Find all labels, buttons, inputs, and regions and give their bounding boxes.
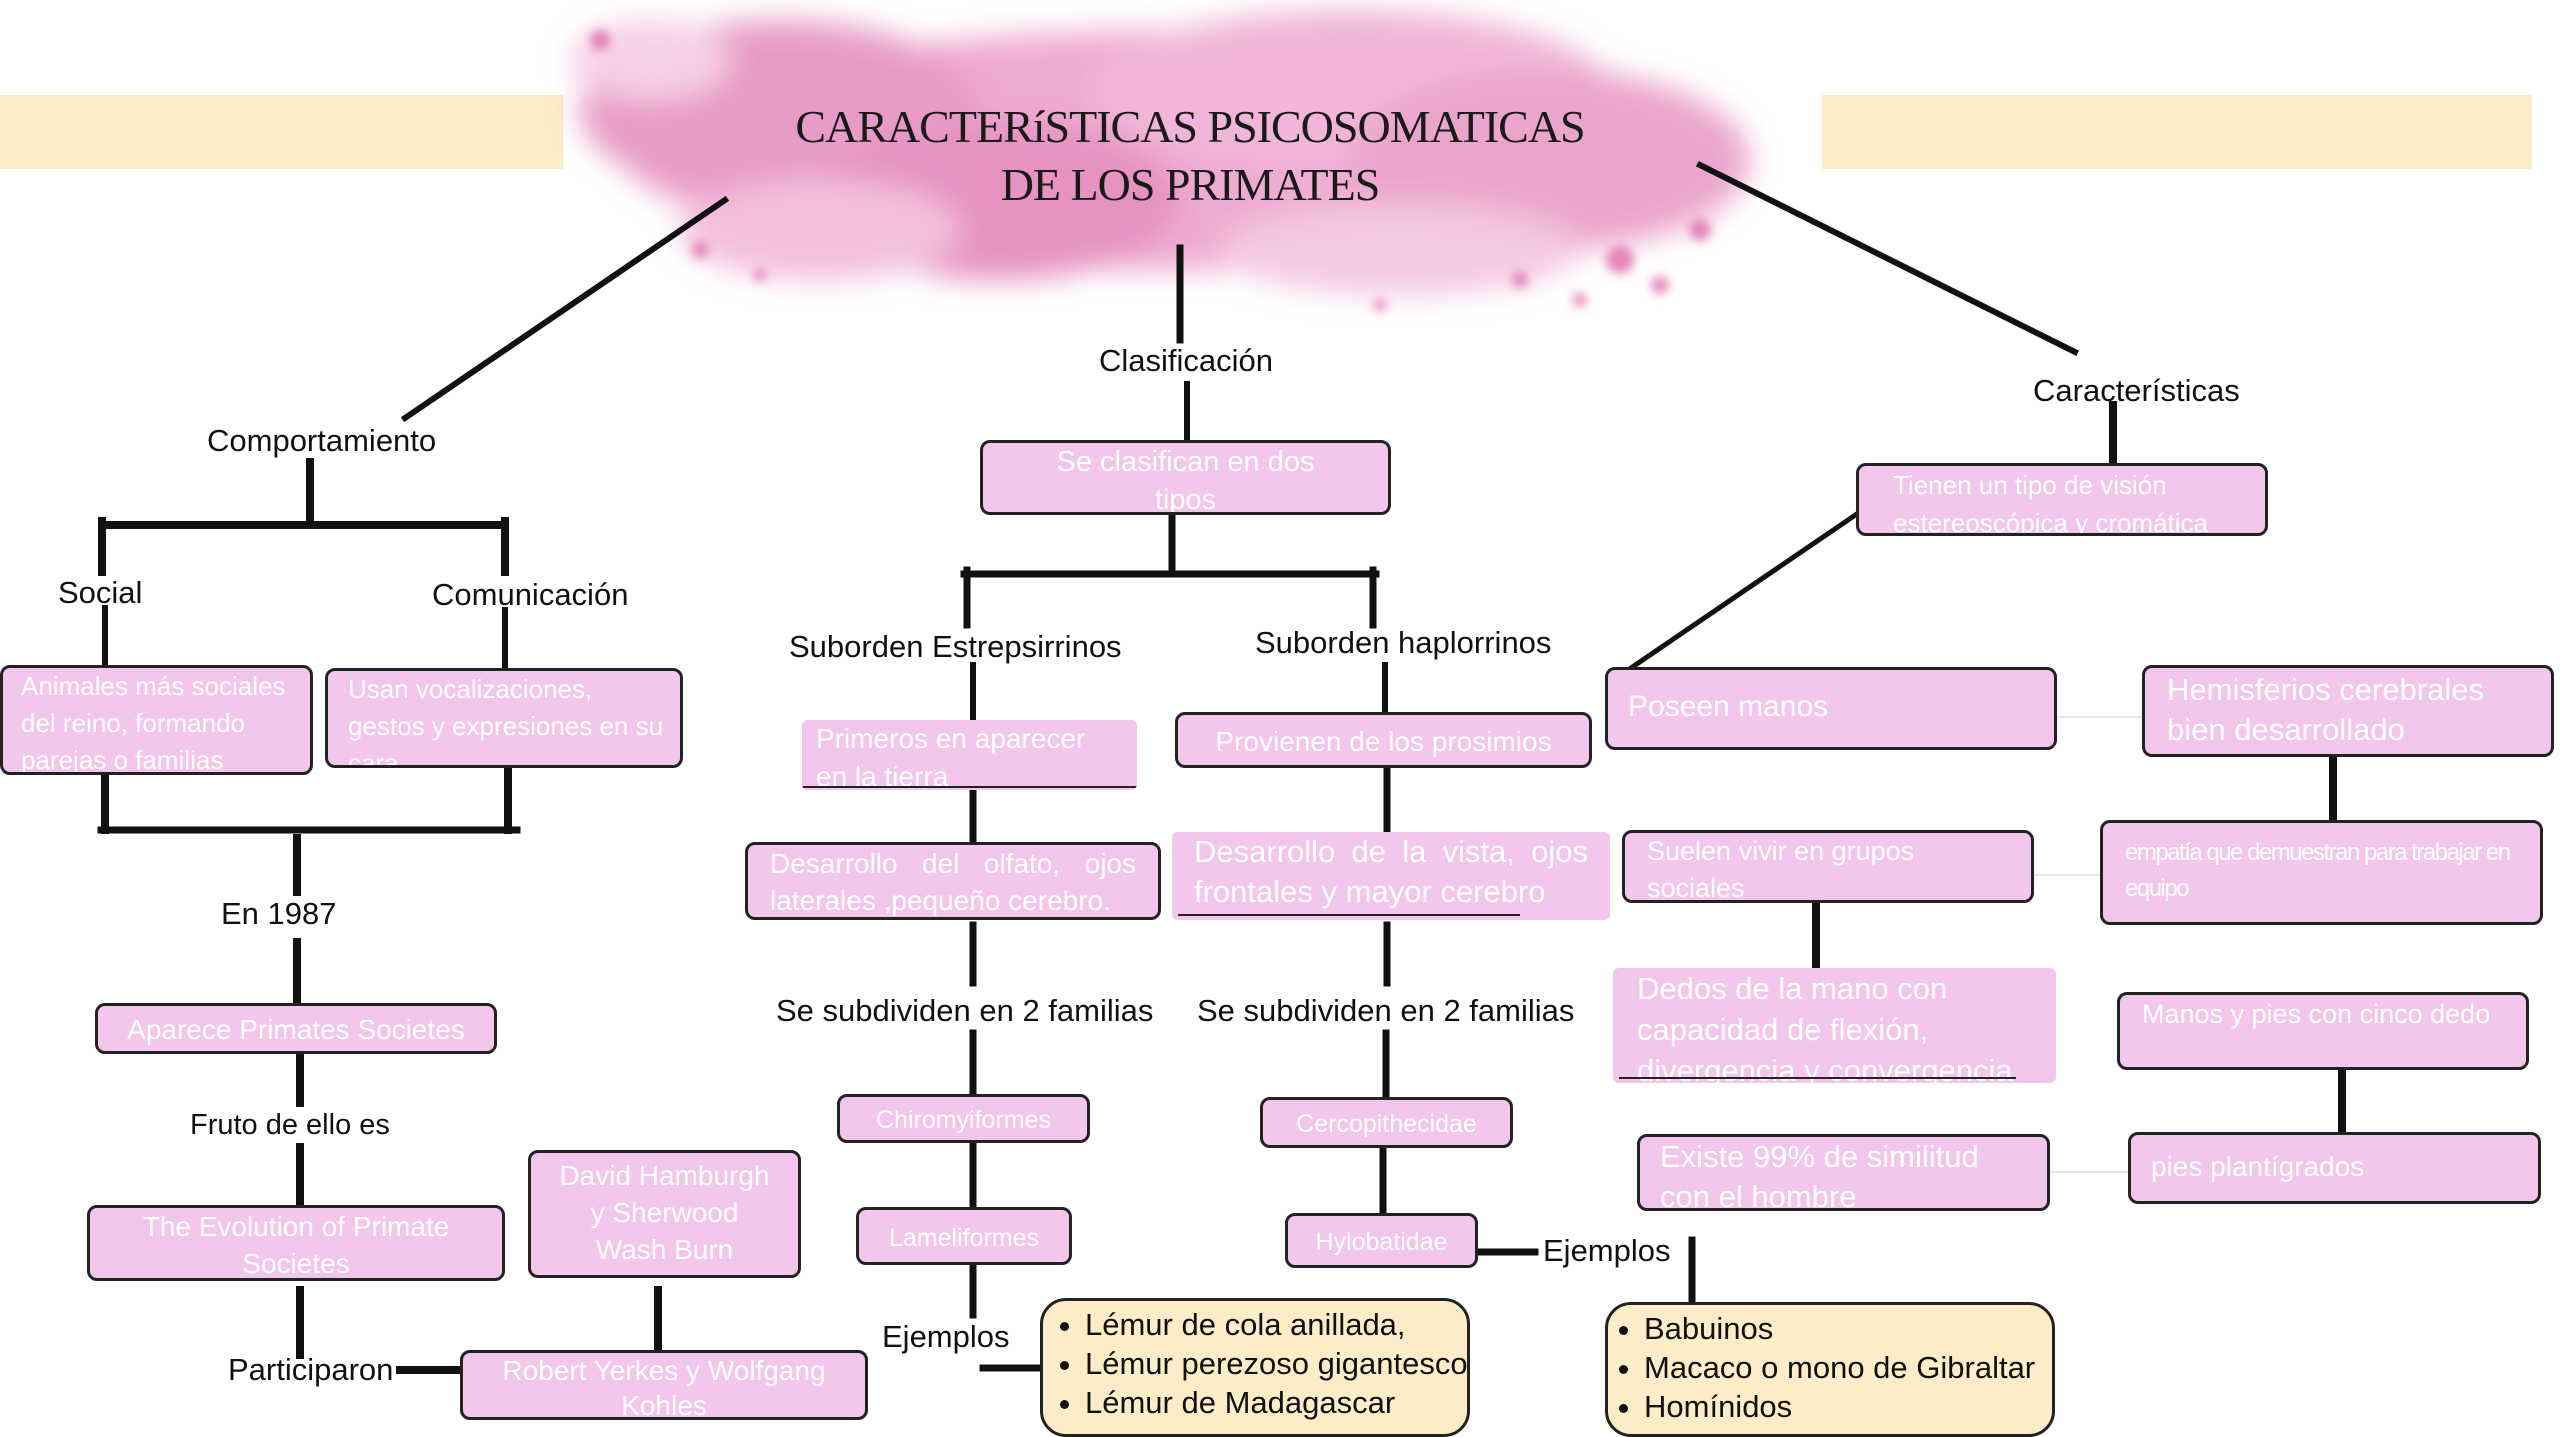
left-decor-band [0,95,563,169]
examples-monkeys-list: Babuinos Macaco o mono de Gibraltar Homí… [1618,1309,2042,1426]
examples-monkeys: Babuinos Macaco o mono de Gibraltar Homí… [1605,1302,2055,1437]
box-similitud: Existe 99% de similitud con el hombre [1637,1134,2050,1211]
box-dedos: Dedos de la mano con capacidad de flexió… [1613,968,2056,1083]
box-manos: Poseen manos [1605,667,2057,750]
box-grupos: Suelen vivir en grupos sociales [1622,830,2034,903]
label-year: En 1987 [221,896,337,931]
label-ejemplos-haplo: Ejemplos [1543,1233,1671,1268]
splash-group [570,10,1750,295]
label-subdivide-estrep: Se subdividen en 2 familias [776,993,1154,1028]
map-title: CARACTERíSTICAS PSICOSOMATICAS DE LOS PR… [640,98,1740,214]
box-david: David Hamburgh y Sherwood Wash Burn [528,1150,801,1278]
label-clasificacion: Clasificación [1099,343,1274,378]
box-hemisferios: Hemisferios cerebrales bien desarrollado [2142,665,2554,757]
box-dedos-text: Dedos de la mano con capacidad de flexió… [1637,971,2013,1083]
box-vista-text: Desarrollo de la vista, ojos frontales y… [1194,834,1588,909]
label-ejemplos-estrep: Ejemplos [882,1319,1010,1354]
example-item: Macaco o mono de Gibraltar [1644,1348,2042,1387]
example-item: Babuinos [1644,1309,2042,1348]
box-cercopithecidae: Cercopithecidae [1260,1097,1513,1148]
label-fruto: Fruto de ello es [190,1109,390,1141]
box-provienen: Provienen de los prosimios [1175,712,1592,768]
label-comportamiento: Comportamiento [207,423,437,458]
box-social: Animales más sociales del reino, formand… [0,665,313,775]
label-participaron: Participaron [228,1352,394,1387]
box-empatia: empatía que demuestran para trabajar en … [2100,820,2543,925]
box-primeros-underline [802,786,1137,788]
box-vista: Desarrollo de la vista, ojos frontales y… [1172,832,1610,920]
line-vision-to-manos [1624,499,1877,674]
box-olfato: Desarrollo del olfato, ojos laterales ,p… [745,842,1161,920]
label-social: Social [58,575,143,610]
box-vista-underline [1178,914,1520,916]
box-cinco: Manos y pies con cinco dedo [2117,992,2529,1070]
example-item: Lémur de cola anillada, [1085,1305,1457,1344]
right-decor-band [1822,95,2532,169]
splash-dots [590,30,1711,311]
label-haplorrinos: Suborden haplorrinos [1255,625,1552,660]
map-title-line2: DE LOS PRIMATES [1000,159,1381,210]
label-estrepsirrinos: Suborden Estrepsirrinos [789,629,1122,664]
example-item: Homínidos [1644,1387,2042,1426]
box-vision: Tienen un tipo de visión estereoscópica … [1856,463,2268,536]
box-dedos-underline [1619,1077,2016,1079]
label-comunicacion: Comunicación [432,577,629,612]
box-plantigrados: pies plantígrados [2128,1132,2541,1204]
label-caracteristicas: Características [2033,373,2240,408]
box-robert: Robert Yerkes y Wolfgang Kohles [460,1350,868,1420]
box-clasifican: Se clasifican en dos tipos [980,440,1391,515]
examples-lemurs: Lémur de cola anillada, Lémur perezoso g… [1040,1298,1470,1437]
line-title-comportamiento [400,195,730,423]
map-title-line1: CARACTERíSTICAS PSICOSOMATICAS [795,101,1585,152]
line-title-caracteristicas [1695,160,2080,357]
box-primeros-text: Primeros en aparecer en la tierra [816,723,1086,790]
box-evolution: The Evolution of Primate Societes [87,1205,505,1281]
box-lameliformes: Lameliformes [856,1207,1072,1265]
box-comunicacion: Usan vocalizaciones, gestos y expresione… [325,668,683,768]
examples-lemurs-list: Lémur de cola anillada, Lémur perezoso g… [1053,1305,1467,1422]
box-chiromyiformes: Chiromyiformes [837,1094,1090,1143]
label-subdivide-haplo: Se subdividen en 2 familias [1197,993,1575,1028]
box-hylobatidae: Hylobatidae [1285,1213,1478,1268]
example-item: Lémur perezoso gigantesco [1085,1344,1467,1383]
box-primeros: Primeros en aparecer en la tierra [802,720,1137,790]
example-item: Lémur de Madagascar [1085,1383,1457,1422]
box-aparece: Aparece Primates Societes [95,1003,497,1054]
